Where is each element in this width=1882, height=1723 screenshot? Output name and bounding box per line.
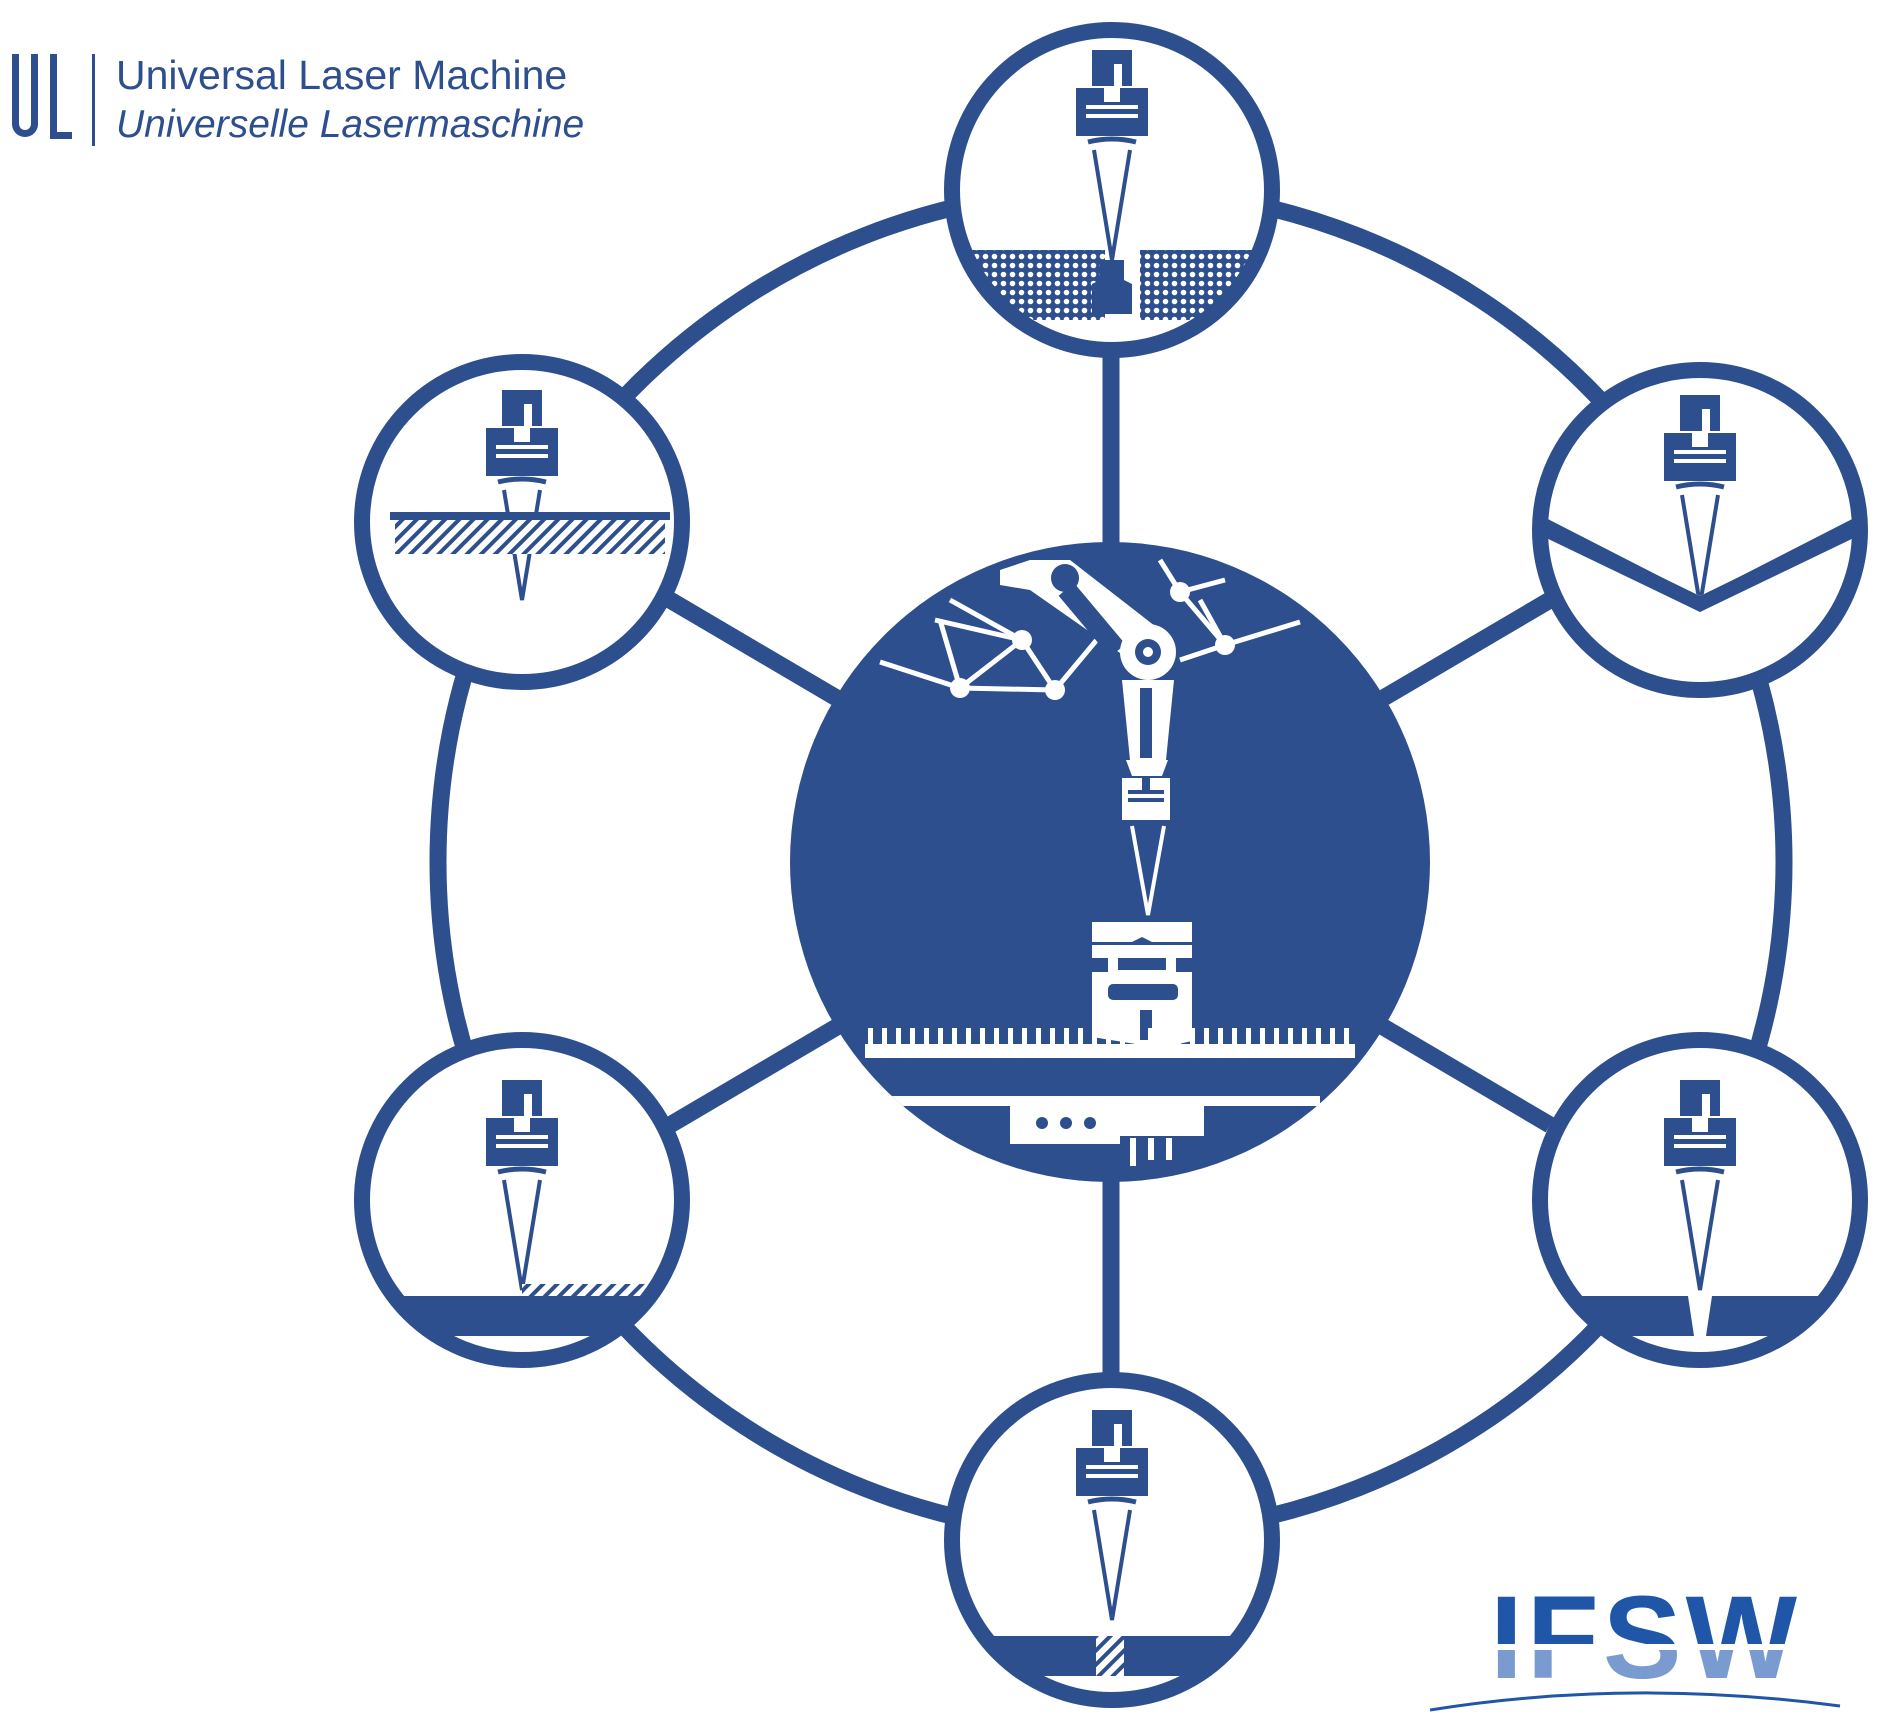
ruler-tooth xyxy=(1064,1028,1069,1046)
ruler-tooth xyxy=(1078,1028,1083,1046)
process-top xyxy=(944,22,1280,358)
ruler-tooth xyxy=(1022,1028,1027,1046)
ruler-tooth xyxy=(1218,1028,1223,1046)
ruler-tooth xyxy=(1106,1028,1111,1046)
ruler-tooth xyxy=(1204,1028,1209,1046)
ruler-tooth xyxy=(1330,1028,1335,1046)
ruler-tooth xyxy=(1008,1028,1013,1046)
ruler-tooth xyxy=(1288,1028,1293,1046)
ruler-tooth xyxy=(1120,1028,1125,1046)
ruler-tooth xyxy=(980,1028,985,1046)
ruler-tooth xyxy=(896,1028,901,1046)
ruler-tooth xyxy=(994,1028,999,1046)
process-bottom-right xyxy=(1532,1032,1868,1368)
ifsw-wordmark: IFSW xyxy=(1490,1572,1801,1704)
ruler-tooth xyxy=(1148,1028,1153,1046)
ruler-tooth xyxy=(882,1028,887,1046)
header-titles: Universal Laser Machine Universelle Lase… xyxy=(116,50,584,150)
ruler-tooth xyxy=(1316,1028,1321,1046)
ruler-tooth xyxy=(1190,1028,1195,1046)
ruler-tooth xyxy=(910,1028,915,1046)
ul-logo-mark xyxy=(12,54,95,146)
ruler-tooth xyxy=(1232,1028,1237,1046)
process-bottom xyxy=(944,1372,1280,1708)
ruler-tooth xyxy=(1134,1028,1139,1046)
ruler-tooth xyxy=(868,1028,873,1046)
spokes xyxy=(665,350,1555,1380)
ruler-tooth xyxy=(1050,1028,1055,1046)
ruler-tooth xyxy=(1260,1028,1265,1046)
ruler-tooth xyxy=(938,1028,943,1046)
ruler-tooth xyxy=(966,1028,971,1046)
title-german: Universelle Lasermaschine xyxy=(116,103,585,146)
ruler-tooth xyxy=(1176,1028,1181,1046)
ruler-tooth xyxy=(924,1028,929,1046)
ruler-tooth xyxy=(1092,1028,1097,1046)
ruler-tooth xyxy=(1036,1028,1041,1046)
process-bottom-left xyxy=(354,1032,690,1368)
ifsw-logo: IFSW xyxy=(1430,1572,1841,1712)
center-hub xyxy=(790,542,1430,1182)
ruler-tooth xyxy=(1246,1028,1251,1046)
ruler-tooth xyxy=(1162,1028,1167,1046)
ruler-tooth xyxy=(1274,1028,1279,1046)
ruler-tooth xyxy=(1344,1028,1349,1046)
ruler-tooth xyxy=(1302,1028,1307,1046)
process-top-left xyxy=(354,354,690,690)
ruler-tooth xyxy=(952,1028,957,1046)
title-english: Universal Laser Machine xyxy=(116,52,568,98)
process-top-right xyxy=(1532,362,1868,698)
